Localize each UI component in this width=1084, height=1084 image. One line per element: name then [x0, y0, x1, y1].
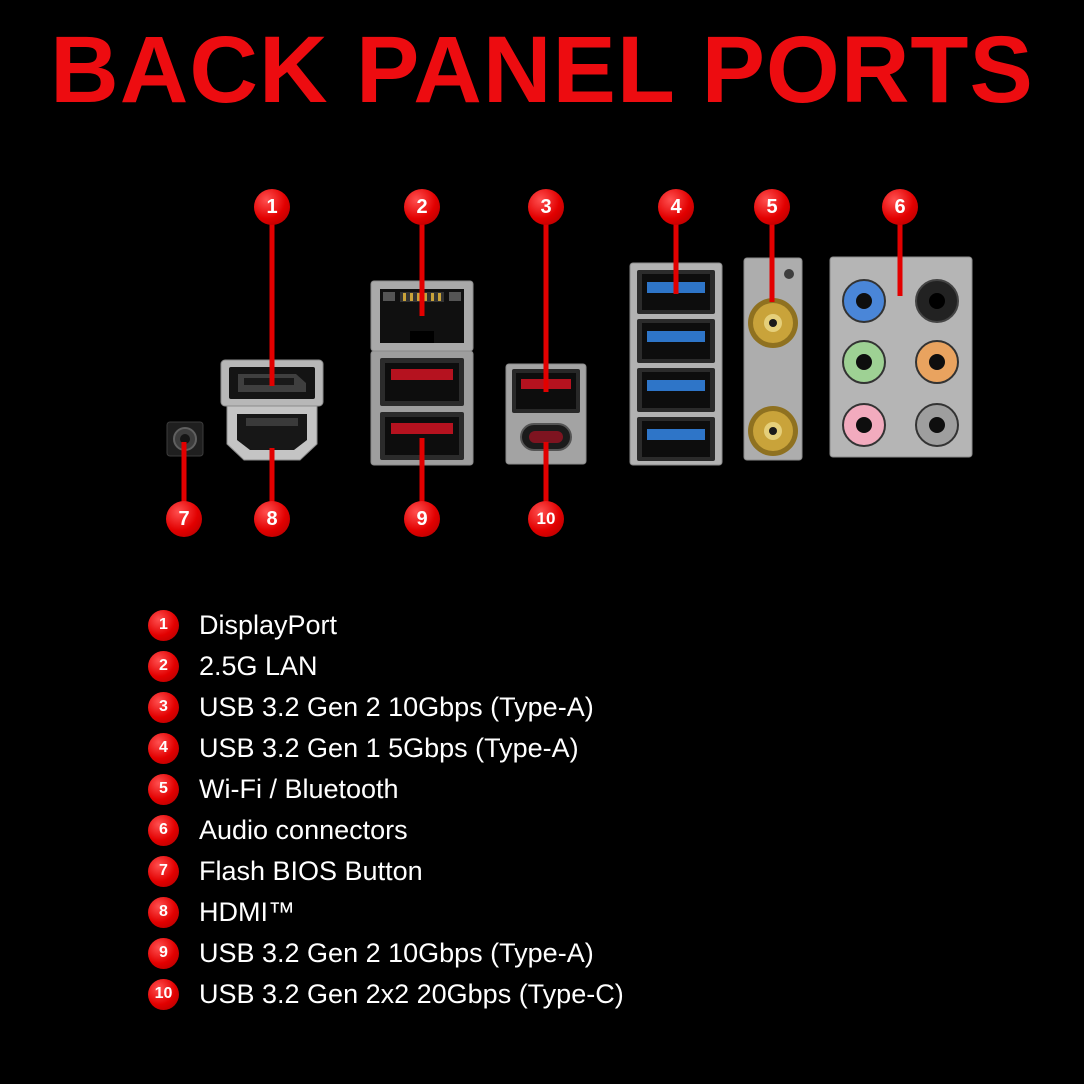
callout-6: 6 [882, 189, 918, 225]
usb-red-ports-stack [370, 350, 474, 466]
legend-list: 1 DisplayPort 2 2.5G LAN 3 USB 3.2 Gen 2… [148, 609, 624, 1010]
audio-jack-green [842, 340, 886, 384]
callout-1: 1 [254, 189, 290, 225]
callout-2: 2 [404, 189, 440, 225]
callout-lines [181, 222, 903, 516]
legend-item-4: 4 USB 3.2 Gen 1 5Gbps (Type-A) [148, 732, 624, 764]
legend-label: 2.5G LAN [199, 650, 318, 681]
legend-number-badge: 7 [148, 855, 179, 887]
legend-number-badge: 8 [148, 896, 179, 928]
legend-label: DisplayPort [199, 609, 338, 640]
legend-number-badge: 9 [148, 937, 179, 969]
legend-number-badge: 5 [148, 773, 179, 805]
legend-label: USB 3.2 Gen 1 5Gbps (Type-A) [199, 732, 579, 763]
callout-5: 5 [754, 189, 790, 225]
audio-jack-pink [842, 403, 886, 447]
callout-9: 9 [404, 501, 440, 537]
legend-item-9: 9 USB 3.2 Gen 2 10Gbps (Type-A) [148, 937, 624, 969]
legend-item-10: 10 USB 3.2 Gen 2x2 20Gbps (Type-C) [148, 978, 624, 1010]
hdmi-port [226, 405, 318, 461]
legend-label: Wi-Fi / Bluetooth [199, 773, 399, 804]
legend-item-3: 3 USB 3.2 Gen 2 10Gbps (Type-A) [148, 691, 624, 723]
legend-label: Audio connectors [199, 814, 408, 845]
callout-8: 8 [254, 501, 290, 537]
legend-label: USB 3.2 Gen 2x2 20Gbps (Type-C) [199, 978, 624, 1009]
legend-number-badge: 10 [148, 978, 179, 1010]
legend-label: USB 3.2 Gen 2 10Gbps (Type-A) [199, 937, 594, 968]
usb-blue-ports-stack [629, 262, 723, 466]
legend-item-1: 1 DisplayPort [148, 609, 624, 641]
legend-number-badge: 2 [148, 650, 179, 682]
legend-number-badge: 1 [148, 609, 179, 641]
page-title: BACK PANEL PORTS [50, 17, 1034, 123]
audio-jacks-block [829, 256, 973, 458]
callout-10: 10 [528, 501, 564, 537]
legend-label: USB 3.2 Gen 2 10Gbps (Type-A) [199, 691, 594, 722]
legend-item-2: 2 2.5G LAN [148, 650, 624, 682]
legend-number-badge: 3 [148, 691, 179, 723]
legend-number-badge: 4 [148, 732, 179, 764]
legend-number-badge: 6 [148, 814, 179, 846]
audio-jack-blue [842, 279, 886, 323]
callout-4: 4 [658, 189, 694, 225]
legend-item-5: 5 Wi-Fi / Bluetooth [148, 773, 624, 805]
flash-bios-button-port [166, 421, 204, 457]
audio-jack-gray [915, 403, 959, 447]
legend-item-7: 7 Flash BIOS Button [148, 855, 624, 887]
callout-3: 3 [528, 189, 564, 225]
legend-label: Flash BIOS Button [199, 855, 423, 886]
audio-jack-black [915, 279, 959, 323]
callout-7: 7 [166, 501, 202, 537]
audio-jack-orange [915, 340, 959, 384]
legend-label: HDMI™ [199, 896, 295, 927]
wifi-antenna-connectors [743, 257, 803, 461]
legend-item-8: 8 HDMI™ [148, 896, 624, 928]
usb-type-c-port [520, 423, 572, 451]
legend-item-6: 6 Audio connectors [148, 814, 624, 846]
